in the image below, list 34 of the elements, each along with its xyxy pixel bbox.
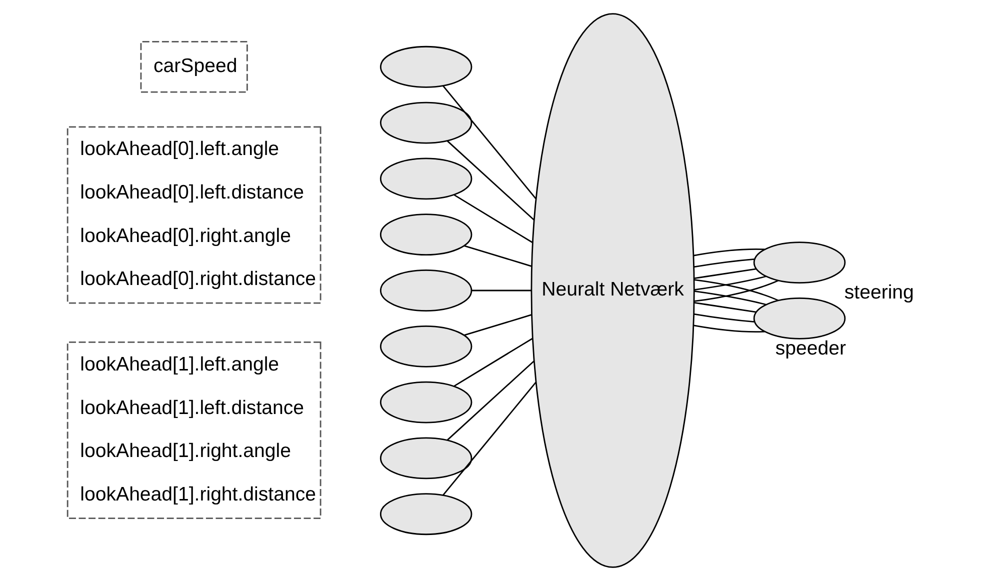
node-ellipse — [380, 325, 472, 368]
node-ellipse — [753, 242, 846, 284]
node-ellipse — [380, 158, 472, 200]
node-ellipse — [380, 46, 472, 88]
connector — [694, 276, 766, 290]
node-ellipse — [380, 214, 472, 256]
connector — [694, 268, 756, 280]
node-ellipse — [380, 437, 472, 480]
connector — [442, 86, 536, 199]
connector — [694, 248, 765, 256]
connector — [442, 382, 536, 496]
connector — [694, 290, 766, 306]
node-ellipse — [380, 102, 472, 144]
connector — [447, 140, 534, 220]
node-ellipse: Neuralt Netværk — [530, 13, 695, 568]
node-ellipse — [753, 297, 846, 340]
connector — [694, 302, 756, 313]
connector — [472, 290, 532, 292]
connector — [454, 194, 533, 244]
connector — [464, 314, 532, 336]
node-ellipse — [380, 493, 472, 536]
node-label: steering — [844, 281, 914, 304]
node-ellipse — [380, 381, 472, 424]
node-box: carSpeed — [140, 41, 248, 93]
connector — [694, 258, 754, 268]
connector — [447, 360, 534, 440]
node-box: lookAhead[0].left.angle lookAhead[0].left.distance lookAhead[0].right.angle lookAhead[0].right.distance — [66, 126, 322, 304]
node-ellipse — [380, 270, 472, 312]
connector — [454, 338, 533, 387]
connector — [464, 245, 532, 267]
connector — [694, 324, 765, 332]
node-box: lookAhead[1].left.angle lookAhead[1].left.distance lookAhead[1].right.angle lookAhead[1].right.distance — [66, 342, 322, 519]
connector — [694, 313, 754, 322]
node-label: speeder — [775, 337, 846, 360]
